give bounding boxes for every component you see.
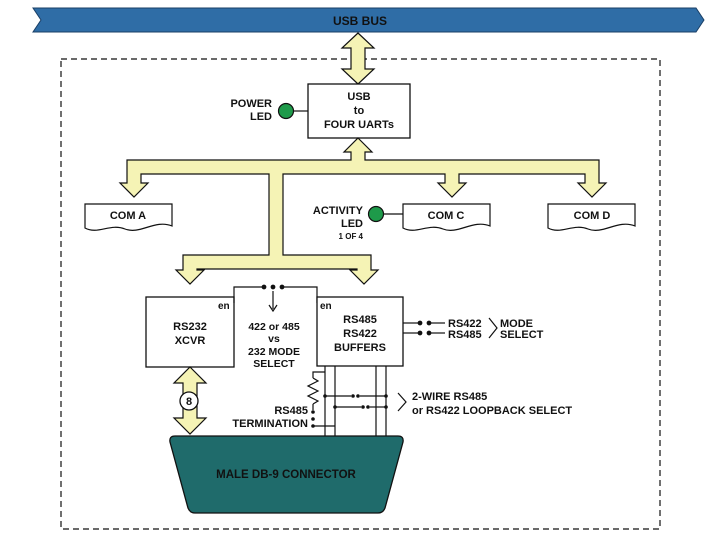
mode-select-line2: vs <box>268 333 280 345</box>
usb-bus-banner: USB BUS <box>32 7 705 33</box>
bus-width-label: 8 <box>186 396 192 408</box>
com-port-d-shape <box>547 203 636 231</box>
termination-label-1: RS485 <box>274 405 308 417</box>
mode-select-line1: 422 or 485 <box>248 321 300 333</box>
mode-select-wire-right <box>284 286 318 303</box>
mode-switch-contact-1 <box>261 284 267 290</box>
usb-bus-arrow <box>32 7 705 33</box>
usb-uart-line1: USB <box>347 91 370 103</box>
right-mode-bracket <box>488 317 498 339</box>
rs485-label-3: BUFFERS <box>334 342 386 354</box>
power-led-label-1: POWER <box>230 98 272 110</box>
junction-dot-1 <box>323 394 327 398</box>
rs485-box <box>316 296 404 367</box>
rs485-buffers-block: en RS485 RS422 BUFFERS <box>316 296 404 367</box>
switch-contacts <box>311 394 388 428</box>
mode-select-switch <box>233 284 318 313</box>
right-mode-contact-3 <box>417 330 423 336</box>
right-mode-label2: SELECT <box>500 329 544 341</box>
loopback-label-2: or RS422 LOOPBACK SELECT <box>412 405 572 417</box>
rs485-signal-lines <box>306 366 407 436</box>
loopback-bracket <box>397 392 407 412</box>
term-switch-contact-1 <box>311 410 315 414</box>
usb-uart-box <box>307 83 411 139</box>
right-mode-select <box>403 317 498 339</box>
usb-uart-block: USB to FOUR UARTs <box>307 83 411 139</box>
loopback-contact-2 <box>356 394 360 398</box>
activity-led-label-2: LED <box>341 218 363 230</box>
rs485-label-1: RS485 <box>343 314 377 326</box>
activity-led-icon <box>367 205 385 223</box>
right-mode-contact-4 <box>426 330 432 336</box>
com-port-a: COM A <box>84 203 173 231</box>
loopback-contact-3 <box>361 405 365 409</box>
right-mode-opt1: RS422 <box>448 318 482 330</box>
rs485-enable-label: en <box>320 301 332 312</box>
mode-switch-contact-3 <box>279 284 285 290</box>
right-mode-contact-1 <box>417 320 423 326</box>
device-boundary <box>60 58 661 530</box>
loopback-contact-4 <box>366 405 370 409</box>
com-port-d-label: COM D <box>574 210 611 222</box>
com-port-c-shape <box>402 203 491 231</box>
rs485-label-2: RS422 <box>343 328 377 340</box>
com-port-c-label: COM C <box>428 210 465 222</box>
rs232-enable-label: en <box>218 301 230 312</box>
com-port-d: COM D <box>547 203 636 231</box>
activity-led-label-3: 1 OF 4 <box>339 232 364 241</box>
com-port-c: COM C <box>402 203 491 231</box>
db9-connector: MALE DB-9 CONNECTOR <box>169 435 404 514</box>
rs232-label-1: RS232 <box>173 321 207 333</box>
db9-connector-shape <box>169 435 404 514</box>
term-switch-contact-2 <box>311 417 315 421</box>
loopback-label-1: 2-WIRE RS485 <box>412 391 487 403</box>
usb-uart-line2: to <box>354 105 365 117</box>
termination-resistor-icon <box>306 377 320 405</box>
right-mode-label1: MODE <box>500 318 533 330</box>
power-led-icon <box>277 102 295 120</box>
termination-wire-top <box>312 371 325 378</box>
rs232-label-2: XCVR <box>175 335 206 347</box>
mode-select-line4: SELECT <box>253 358 295 370</box>
com-port-a-shape <box>84 203 173 231</box>
power-led-label-2: LED <box>250 111 272 123</box>
loopback-contact-1 <box>351 394 355 398</box>
term-switch-contact-3 <box>311 424 315 428</box>
mode-select-wire-left <box>233 286 262 303</box>
usb-uart-line3: FOUR UARTs <box>324 119 394 131</box>
usb-bus-label: USB BUS <box>333 14 387 28</box>
junction-dot-4 <box>384 405 388 409</box>
rs232-xcvr-block: en RS232 XCVR <box>145 296 235 368</box>
mode-select-line3: 232 MODE <box>248 346 300 358</box>
right-mode-opt2: RS485 <box>448 329 482 341</box>
activity-led-group: ACTIVITY LED 1 OF 4 <box>313 205 403 241</box>
mode-select-label: 422 or 485 vs 232 MODE SELECT <box>248 321 300 370</box>
junction-dot-3 <box>384 394 388 398</box>
bus-width-badge <box>179 391 199 411</box>
mode-switch-contact-2 <box>270 284 276 290</box>
right-mode-contact-2 <box>426 320 432 326</box>
junction-dot-2 <box>333 405 337 409</box>
com-port-a-label: COM A <box>110 210 146 222</box>
mode-switch-arrowhead <box>268 304 278 313</box>
db9-connector-label: MALE DB-9 CONNECTOR <box>216 469 356 481</box>
uart-distribution-arrows <box>118 137 608 285</box>
power-led-group: POWER LED <box>230 98 308 123</box>
activity-led-label-1: ACTIVITY <box>313 205 364 217</box>
termination-label-2: TERMINATION <box>232 418 308 430</box>
